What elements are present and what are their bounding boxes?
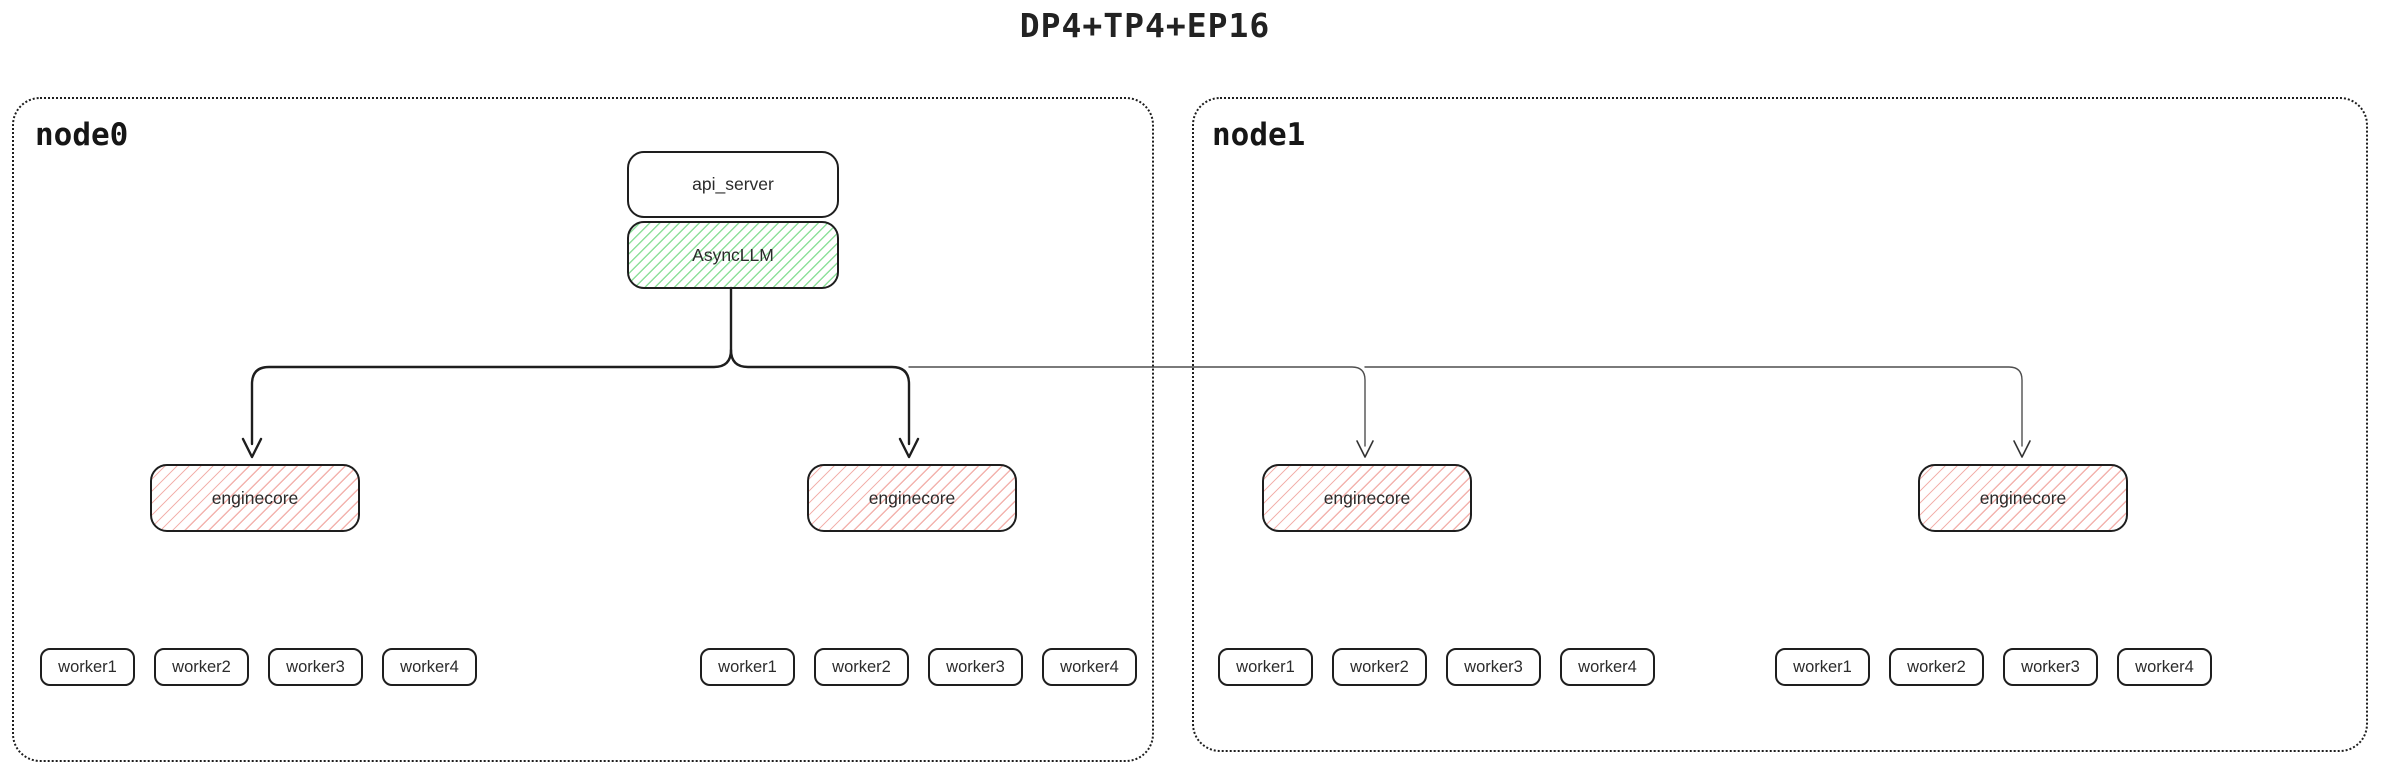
worker-box: worker4 <box>2117 648 2212 686</box>
worker-box: worker3 <box>928 648 1023 686</box>
api-server-label: api_server <box>692 174 774 194</box>
worker-box: worker4 <box>382 648 477 686</box>
worker-box: worker1 <box>700 648 795 686</box>
worker-box: worker4 <box>1560 648 1655 686</box>
enginecore-label: enginecore <box>868 487 956 508</box>
worker-box: worker2 <box>1889 648 1984 686</box>
worker-box: worker2 <box>154 648 249 686</box>
worker-box: worker1 <box>40 648 135 686</box>
node1-container: node1 enginecore enginecore worker1 work… <box>1192 97 2368 752</box>
worker-box: worker1 <box>1775 648 1870 686</box>
node0-worker-group2: worker1 worker2 worker3 worker4 <box>700 648 1137 686</box>
node0-enginecore2-box: enginecore <box>807 464 1017 532</box>
node1-enginecore2-box: enginecore <box>1918 464 2128 532</box>
node0-worker-group1: worker1 worker2 worker3 worker4 <box>40 648 477 686</box>
enginecore-label: enginecore <box>1979 487 2067 508</box>
node0-label: node0 <box>35 117 129 153</box>
worker-box: worker4 <box>1042 648 1137 686</box>
node0-container: node0 api_server AsyncLLM enginecore eng… <box>12 97 1154 762</box>
api-server-box: api_server <box>627 151 839 218</box>
node1-label: node1 <box>1212 117 1306 153</box>
node0-enginecore1-box: enginecore <box>150 464 360 532</box>
worker-box: worker1 <box>1218 648 1313 686</box>
diagram-title: DP4+TP4+EP16 <box>1019 6 1271 45</box>
worker-box: worker2 <box>1332 648 1427 686</box>
asyncllm-box: AsyncLLM <box>627 221 839 289</box>
node1-worker-group1: worker1 worker2 worker3 worker4 <box>1218 648 1655 686</box>
asyncllm-label: AsyncLLM <box>692 244 774 265</box>
node1-worker-group2: worker1 worker2 worker3 worker4 <box>1775 648 2212 686</box>
worker-box: worker3 <box>1446 648 1541 686</box>
enginecore-label: enginecore <box>1323 487 1411 508</box>
node1-enginecore1-box: enginecore <box>1262 464 1472 532</box>
worker-box: worker2 <box>814 648 909 686</box>
worker-box: worker3 <box>2003 648 2098 686</box>
enginecore-label: enginecore <box>211 487 299 508</box>
worker-box: worker3 <box>268 648 363 686</box>
